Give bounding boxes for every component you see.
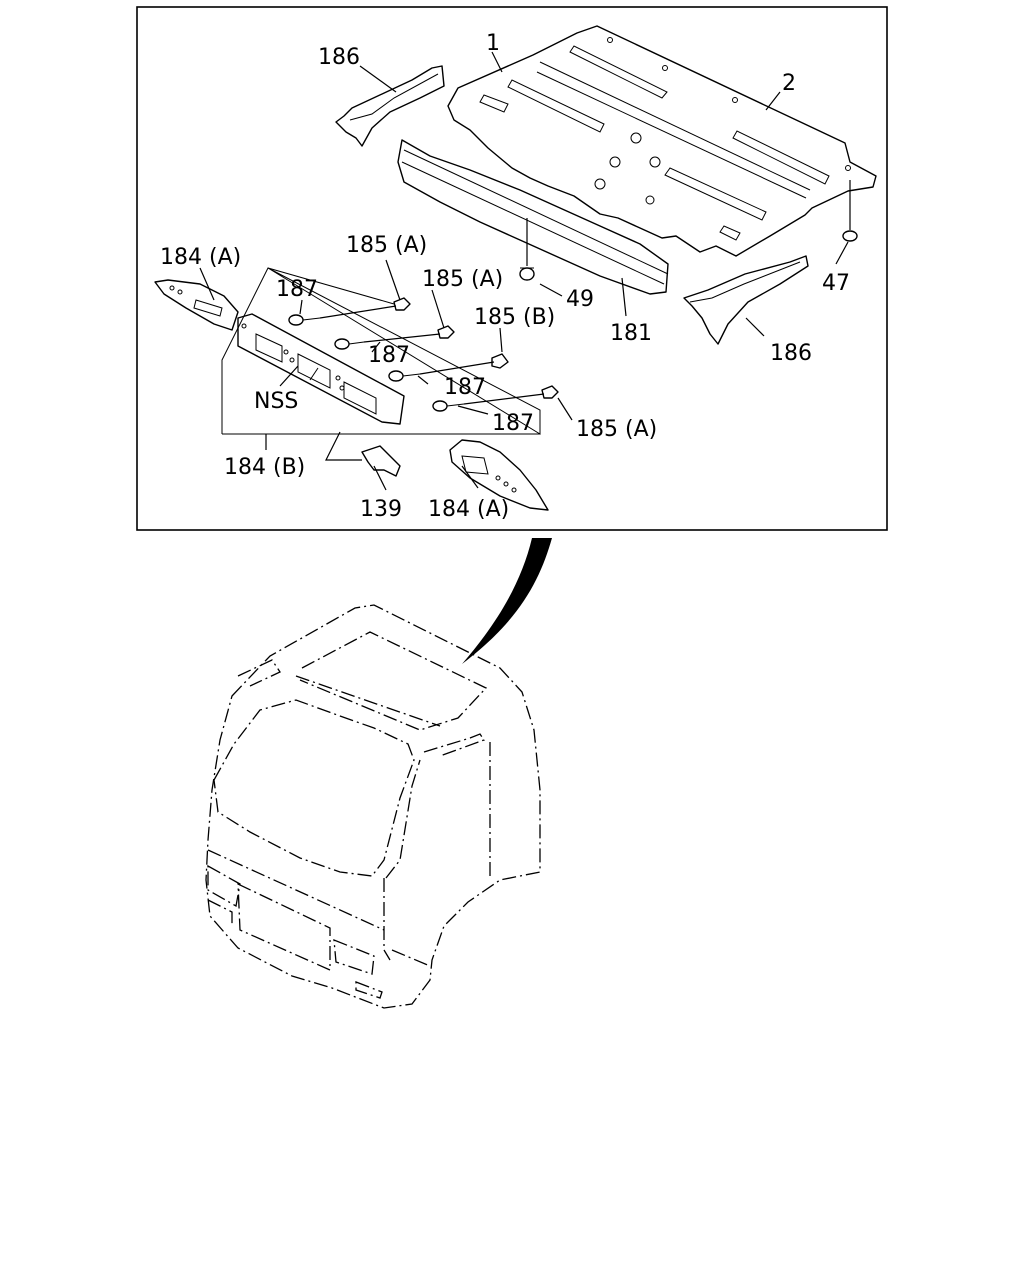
clip-part-185a-3	[541, 385, 559, 399]
label-47: 47	[822, 271, 850, 296]
leader-lines	[199, 51, 849, 491]
label-139: 139	[360, 497, 402, 522]
label-49: 49	[566, 287, 594, 312]
label-1: 1	[486, 31, 500, 56]
screw-part-187-1	[288, 305, 397, 326]
pillar-trim-part-186-left	[335, 65, 445, 147]
lamp-housing-part-184a-bottom	[449, 439, 549, 511]
detail-pointer	[462, 538, 552, 664]
label-185a-2: 185 (A)	[422, 267, 503, 292]
clip-part-185a-2	[437, 325, 455, 339]
pillar-trim-part-186-right	[683, 255, 809, 345]
clip-part-185b	[491, 353, 509, 369]
callout-labels: 186 1 2 47 49 181 186 184 (A) 187 185 (A…	[160, 31, 850, 522]
label-184a-bottom: 184 (A)	[428, 497, 509, 522]
label-185a-1: 185 (A)	[346, 233, 427, 258]
fastener-part-47	[842, 180, 858, 242]
label-187-4: 187	[492, 411, 534, 436]
label-187-1: 187	[276, 277, 318, 302]
screw-part-187-3	[388, 361, 495, 382]
console-panel-nss	[237, 313, 405, 425]
detail-frame	[136, 6, 888, 531]
screw-part-187-2	[334, 333, 441, 350]
bracket-part-139	[361, 445, 401, 477]
header-rail-part-181	[397, 139, 669, 295]
label-184b: 184 (B)	[224, 455, 305, 480]
label-185a-3: 185 (A)	[576, 417, 657, 442]
assembly-bracket-184b	[221, 267, 541, 435]
lamp-housing-part-184a-left	[154, 279, 239, 331]
screw-part-187-4	[432, 393, 545, 412]
label-187-2: 187	[368, 343, 410, 368]
roof-panel-part-2	[447, 25, 877, 257]
truck-cab-overview	[205, 604, 541, 1009]
clip-part-185a-1	[393, 297, 411, 311]
label-185b: 185 (B)	[474, 305, 555, 330]
label-nss: NSS	[254, 389, 298, 414]
fastener-part-49	[519, 218, 535, 281]
label-186-right: 186	[770, 341, 812, 366]
bracket-139-leader	[325, 431, 362, 461]
label-184a-left: 184 (A)	[160, 245, 241, 270]
label-187-3: 187	[444, 375, 486, 400]
label-2: 2	[782, 71, 796, 96]
label-186-top: 186	[318, 45, 360, 70]
label-181: 181	[610, 321, 652, 346]
